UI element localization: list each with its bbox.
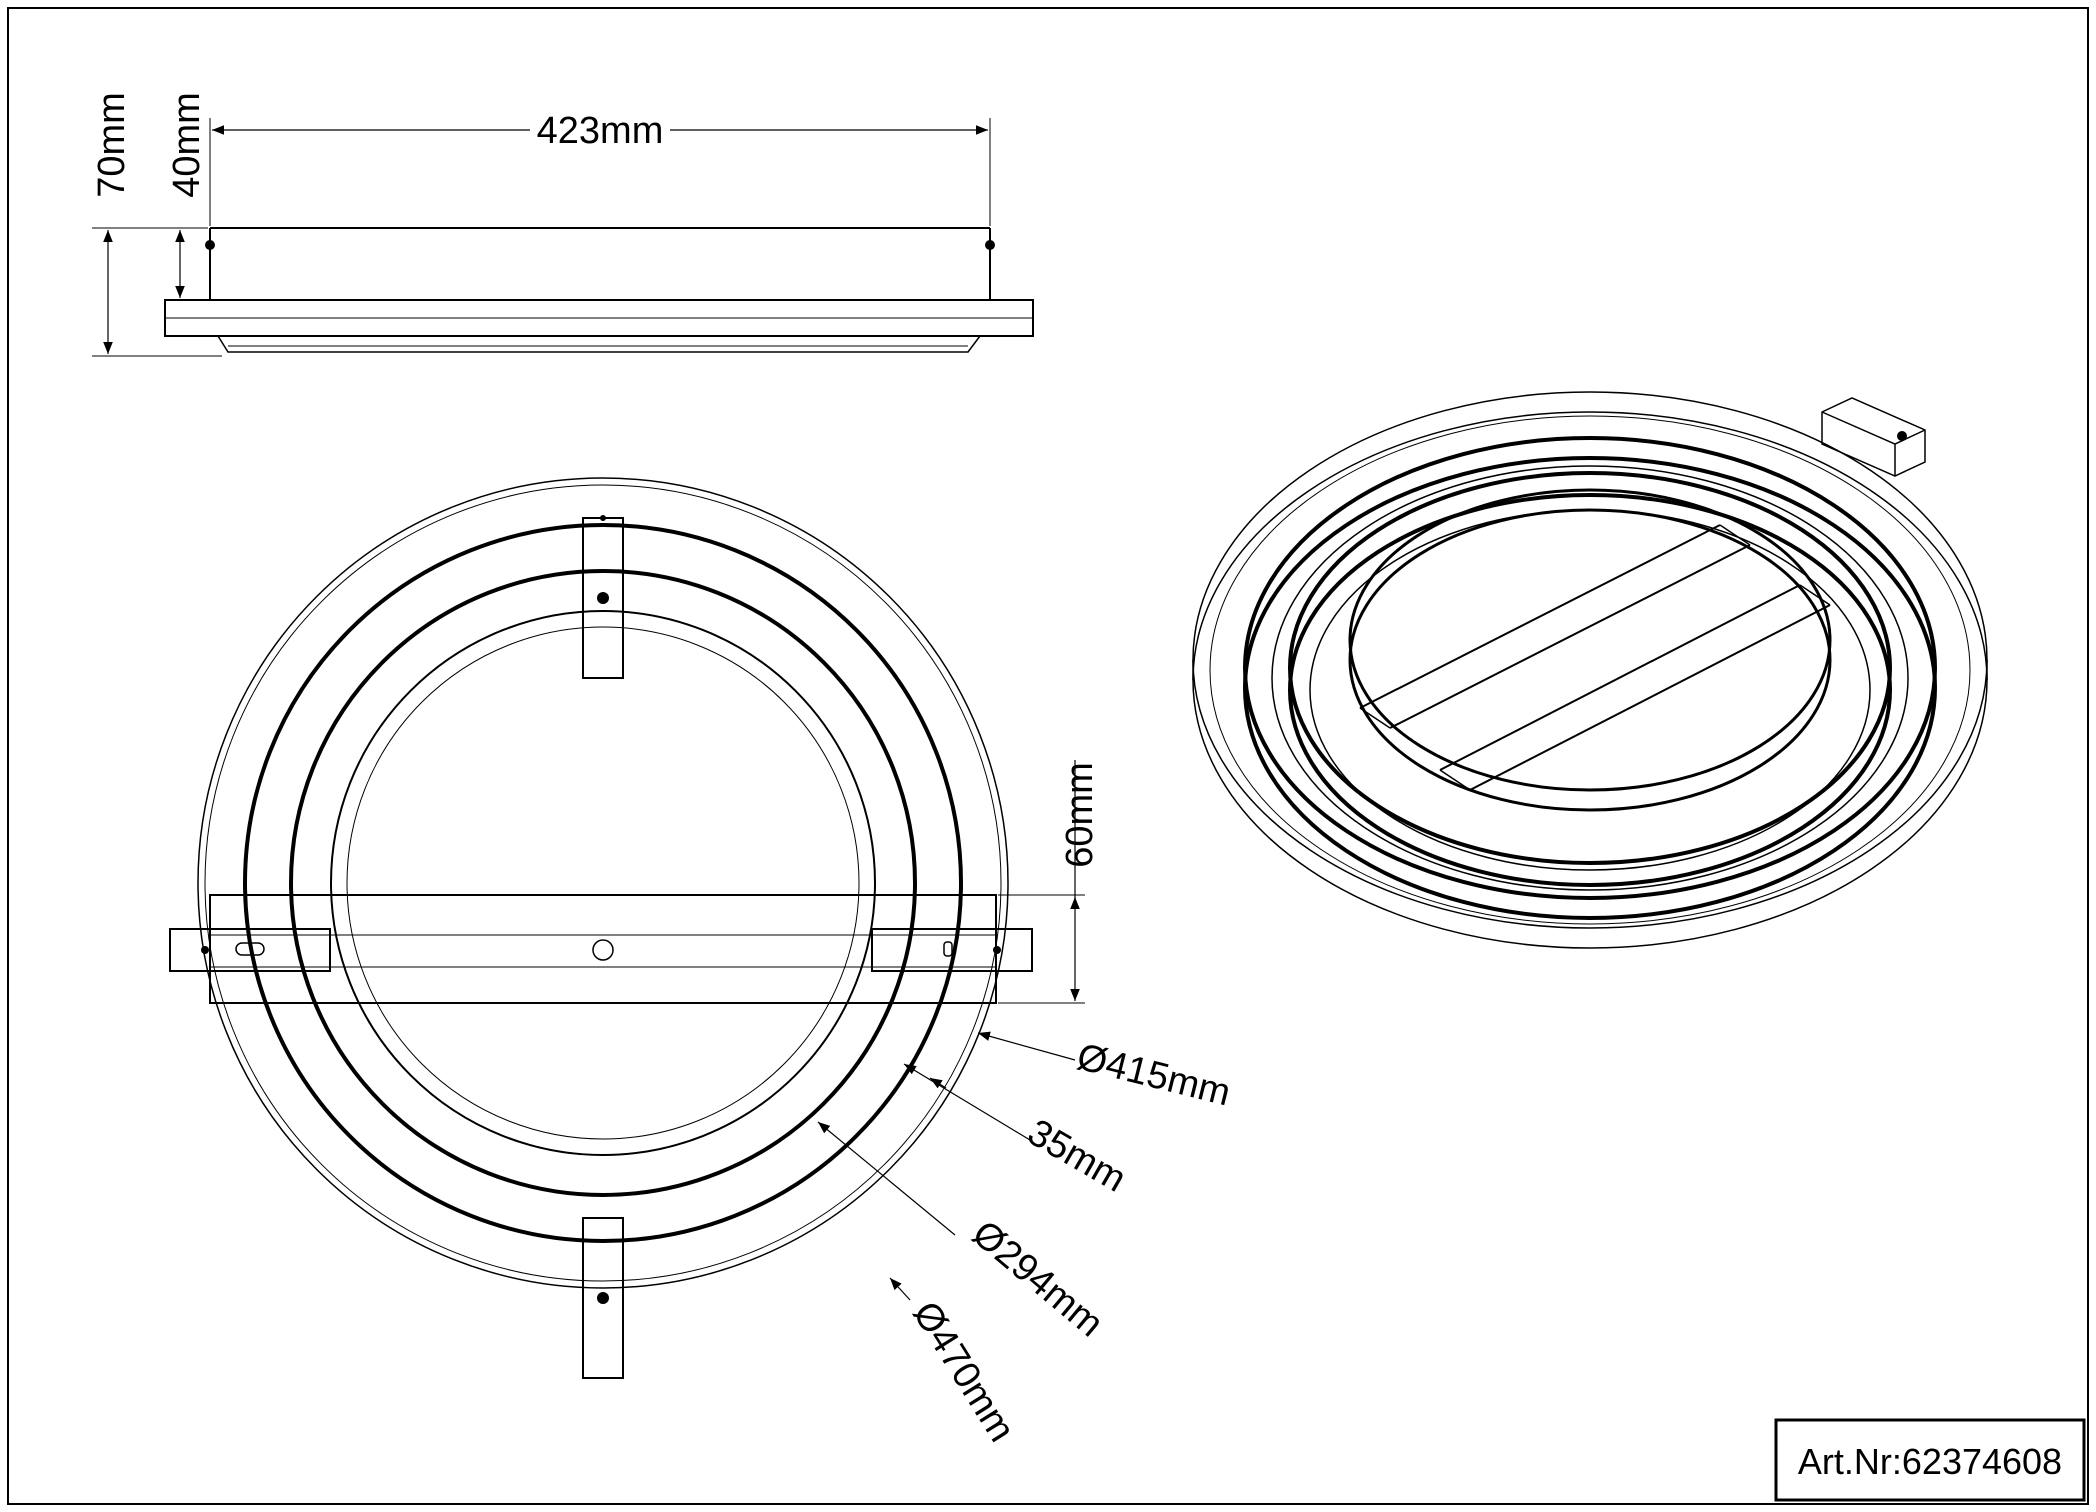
dim-bar-width: 60mm <box>1059 762 1101 868</box>
dim-total-height: 70mm <box>91 92 133 198</box>
dim-body-width: 423mm <box>537 110 664 152</box>
isometric-view <box>1192 391 1988 949</box>
side-view <box>92 118 1034 357</box>
dim-body-height: 40mm <box>166 92 208 198</box>
dim-inner-ring-diameter: Ø294mm <box>964 1213 1111 1346</box>
outer-disc-470 <box>197 477 1009 1289</box>
dim-overall-diameter: Ø470mm <box>904 1295 1022 1450</box>
ring-inner-294 <box>330 610 876 1156</box>
article-number: Art.Nr:62374608 <box>1798 1441 2062 1482</box>
dim-ring-width: 35mm <box>1021 1111 1133 1200</box>
dim-outer-ring-diameter: Ø415mm <box>1073 1036 1235 1115</box>
ring-outer-415 <box>243 523 963 1243</box>
mounting-bar <box>209 894 997 1004</box>
drawing-border <box>7 7 2089 1505</box>
top-view <box>169 477 1085 1379</box>
title-block <box>1774 1418 2086 1502</box>
